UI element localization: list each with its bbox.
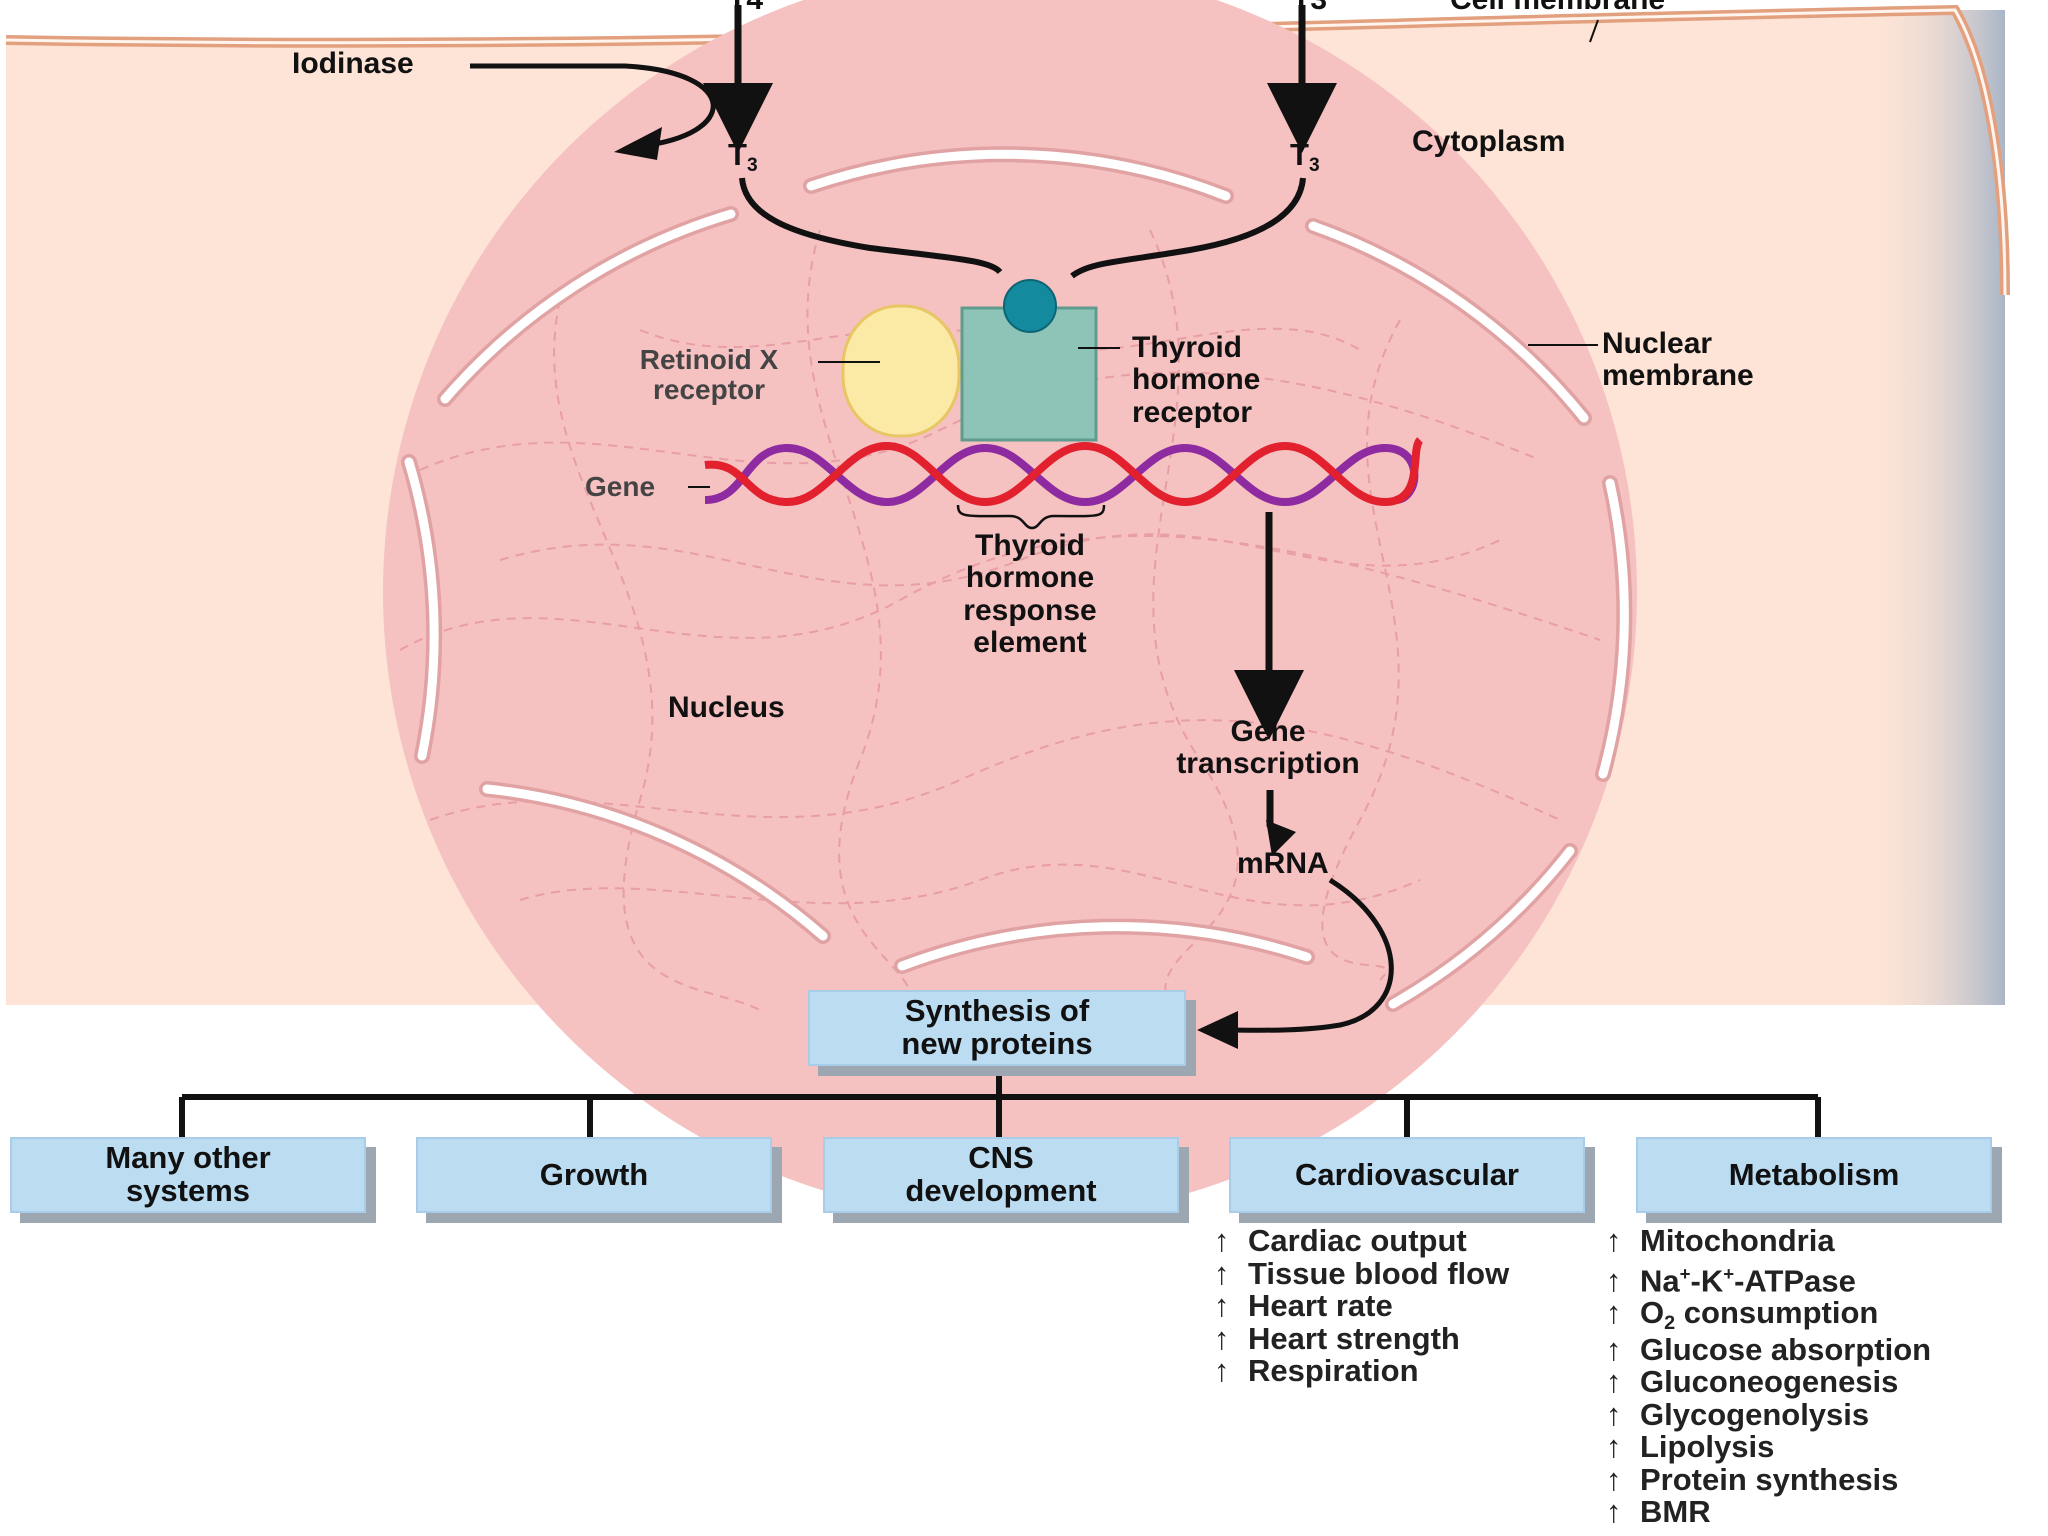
retinoid-x-receptor-shape: [841, 304, 961, 438]
dna-strand-red: [704, 437, 1424, 507]
synthesis-arrowhead: [1197, 1011, 1238, 1049]
iodinase-arrowhead: [614, 127, 662, 160]
t3-right-path: [1070, 177, 1306, 279]
synthesis-arrow: [1224, 877, 1394, 1033]
metabolism-effects-list: ↑Mitochondria ↑Na+-K+-ATPase ↑O2 consump…: [1606, 1223, 1932, 1530]
effect-o2-consumption: ↑O2 consumption: [1606, 1295, 1879, 1335]
nuclear-membrane-core: [404, 149, 1629, 1009]
response-element-brace: [956, 504, 1106, 530]
t3-ligand: [1003, 279, 1057, 333]
metabolism-box: Metabolism: [1636, 1137, 1992, 1213]
iodinase-arrow: [470, 63, 716, 149]
increase-arrow-icon: ↑: [1606, 1295, 1622, 1331]
mrna-arrowhead: [1266, 820, 1296, 856]
mrna-label: mRNA: [1237, 847, 1329, 880]
increase-arrow-icon: ↑: [1606, 1429, 1622, 1465]
effect-glucose-absorption: ↑Glucose absorption: [1606, 1331, 1932, 1367]
increase-arrow-icon: ↑: [1606, 1461, 1622, 1497]
effect-mitochondria: ↑Mitochondria: [1606, 1223, 1835, 1258]
t3-left-label: T3: [728, 137, 758, 176]
increase-arrow-icon: ↑: [1606, 1223, 1622, 1258]
effect-bmr: ↑BMR: [1606, 1494, 1711, 1530]
effect-protein-synthesis: ↑Protein synthesis: [1606, 1461, 1899, 1497]
tree-connectors: [179, 1062, 1821, 1137]
increase-arrow-icon: ↑: [1606, 1331, 1622, 1367]
effect-glycogenolysis: ↑Glycogenolysis: [1606, 1396, 1870, 1432]
cell-membrane-leader: [1589, 19, 1599, 43]
cell-edge-shade: [1865, 0, 2005, 1005]
dna-strand-purple: [704, 443, 1419, 507]
cardiovascular-box: Cardiovascular: [1229, 1137, 1585, 1213]
effect-heart-strength: ↑Heart strength: [1214, 1320, 1460, 1356]
effect-lipolysis: ↑Lipolysis: [1606, 1429, 1775, 1465]
iodinase-label: Iodinase: [292, 47, 414, 80]
effect-gluconeogenesis: ↑Gluconeogenesis: [1606, 1364, 1899, 1400]
increase-arrow-icon: ↑: [1214, 1288, 1230, 1323]
effect-cardiac-output: ↑Cardiac output: [1214, 1223, 1467, 1258]
increase-arrow-icon: ↑: [1214, 1223, 1230, 1258]
t3-left-path: [739, 177, 1003, 275]
cytoplasm-label: Cytoplasm: [1412, 125, 1566, 158]
effect-heart-rate: ↑Heart rate: [1214, 1288, 1393, 1323]
increase-arrow-icon: ↑: [1214, 1353, 1230, 1388]
cardiovascular-effects-list: ↑Cardiac output ↑Tissue blood flow ↑Hear…: [1214, 1223, 1510, 1388]
t3-right-label: T3: [1290, 137, 1320, 176]
growth-box: Growth: [416, 1137, 772, 1213]
increase-arrow-icon: ↑: [1606, 1364, 1622, 1400]
effect-tissue-blood-flow: ↑Tissue blood flow: [1214, 1255, 1510, 1291]
increase-arrow-icon: ↑: [1606, 1262, 1622, 1298]
increase-arrow-icon: ↑: [1214, 1320, 1230, 1356]
nucleus-label: Nucleus: [668, 691, 785, 724]
increase-arrow-icon: ↑: [1214, 1255, 1230, 1291]
increase-arrow-icon: ↑: [1606, 1396, 1622, 1432]
cell-membrane-inner: [5, 8, 2007, 296]
effect-respiration: ↑Respiration: [1214, 1353, 1419, 1388]
effect-na-k-atpase: ↑Na+-K+-ATPase: [1606, 1262, 1856, 1298]
increase-arrow-icon: ↑: [1606, 1494, 1622, 1530]
gene-label: Gene: [585, 471, 656, 502]
t4-label: T4: [728, 0, 763, 16]
cell-membrane-label: Cell membrane: [1450, 0, 1665, 16]
t3-top-label: T3: [1292, 0, 1327, 16]
